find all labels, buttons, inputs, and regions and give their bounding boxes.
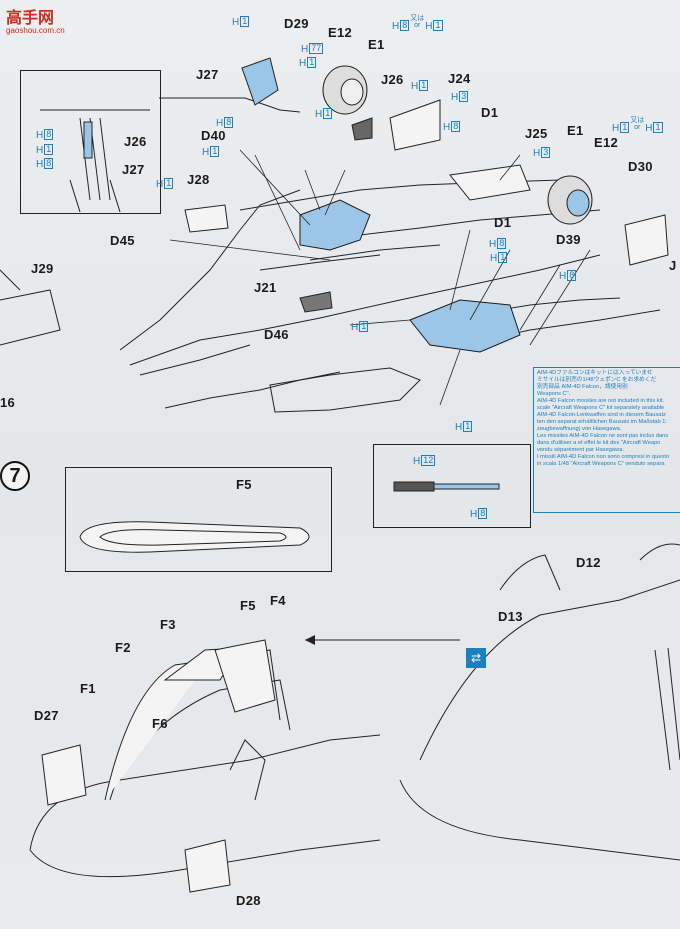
part-label-D1: D1 (481, 105, 499, 120)
part-label-E1-rear: E1 (567, 123, 584, 138)
step-number-badge: 7 (0, 461, 30, 491)
part-label-J27-inset: J27 (122, 162, 145, 177)
part-label-D27: D27 (34, 708, 59, 723)
part-label-J26-inset: J26 (124, 134, 147, 149)
part-label-F6: F6 (152, 716, 168, 731)
antenna-detail-inset (373, 444, 531, 528)
note-line: ミサイルは別売の1/48ウェポンC をお求めくだ (537, 377, 657, 383)
note-line: AIM-4D Falcon-Lenkwaffen sind in diesem … (537, 412, 666, 418)
nose-gear-detail-inset (20, 70, 161, 214)
part-label-J24: J24 (448, 71, 471, 86)
part-label-D12: D12 (576, 555, 601, 570)
part-label-D46: D46 (264, 327, 289, 342)
part-label-F5: F5 (240, 598, 256, 613)
part-label-F1: F1 (80, 681, 96, 696)
fuselage-lower-line (129, 254, 601, 366)
part-label-D13: D13 (498, 609, 523, 624)
part-label-E1: E1 (368, 37, 385, 52)
note-line: zeugbewaffnung) von Hasegawa. (537, 426, 622, 432)
note-line: Weapons C". (537, 391, 571, 397)
part-label-F5-inset: F5 (236, 477, 252, 492)
part-label-D45: D45 (110, 233, 135, 248)
rear-gear-well (409, 299, 521, 353)
part-label-D29: D29 (284, 16, 309, 31)
part-label-J25: J25 (525, 126, 548, 141)
part-label-F3: F3 (160, 617, 176, 632)
part-label-D39: D39 (556, 232, 581, 247)
part-label-F4: F4 (270, 593, 286, 608)
part-label-J26: J26 (381, 72, 404, 87)
part-label-J21: J21 (254, 280, 277, 295)
note-line: ten den separat erhältlichen Bausatz im … (537, 419, 667, 425)
note-line: 別売部品 AIM-4D Falcon，請使用別 (537, 384, 628, 390)
inset-leader-line (159, 97, 301, 113)
watermark-site-url: gaoshou.com.cn (6, 26, 65, 35)
wing-pylon (269, 367, 421, 413)
watermark-site-name: 高手网 (6, 8, 55, 27)
part-label-J27: J27 (196, 67, 219, 82)
part-label-F2: F2 (115, 640, 131, 655)
part-label-D28: D28 (236, 893, 261, 908)
note-line: AIM-4Dファルコンはキットには入っていませ (537, 370, 653, 376)
part-label-J29: J29 (31, 261, 54, 276)
part-label-D40: D40 (201, 128, 226, 143)
part-label-J28: J28 (187, 172, 210, 187)
part-label-D30: D30 (628, 159, 653, 174)
note-line: Les missiles AIM-4D Falcon ne sont pas i… (537, 433, 669, 439)
part-label-J-edge: J (669, 258, 677, 273)
note-line: AIM-4D Falcon missiles are not included … (537, 398, 665, 404)
gear-door-J27 (241, 57, 279, 106)
missile-note-box: AIM-4Dファルコンはキットには入っていませ ミサイルは別売の1/48ウェポン… (533, 367, 680, 513)
front-gear-well (299, 199, 371, 251)
canopy-detail-inset (65, 467, 332, 572)
part-label-E12-rear: E12 (594, 135, 619, 150)
note-line: dans d'utiliser a et effet le kit des "A… (537, 440, 661, 446)
part-label-E12: E12 (328, 25, 353, 40)
note-line: in scala 1/48 "Aircraft Weapons C" vendu… (537, 461, 665, 467)
fuselage-outline-left (119, 189, 301, 351)
note-line: vendu séparément par Hasegawa. (537, 447, 624, 453)
note-line: I missili AIM-4D Falcon non sono compres… (537, 454, 670, 460)
flip-view-icon: ⇄ (466, 648, 486, 668)
note-line: scale "Aircraft Weapons C" kit separatel… (537, 405, 665, 411)
part-label-D1-rear: D1 (494, 215, 512, 230)
part-label-16: 16 (0, 395, 16, 410)
watermark-logo: 高手网 gaoshou.com.cn (2, 4, 72, 40)
